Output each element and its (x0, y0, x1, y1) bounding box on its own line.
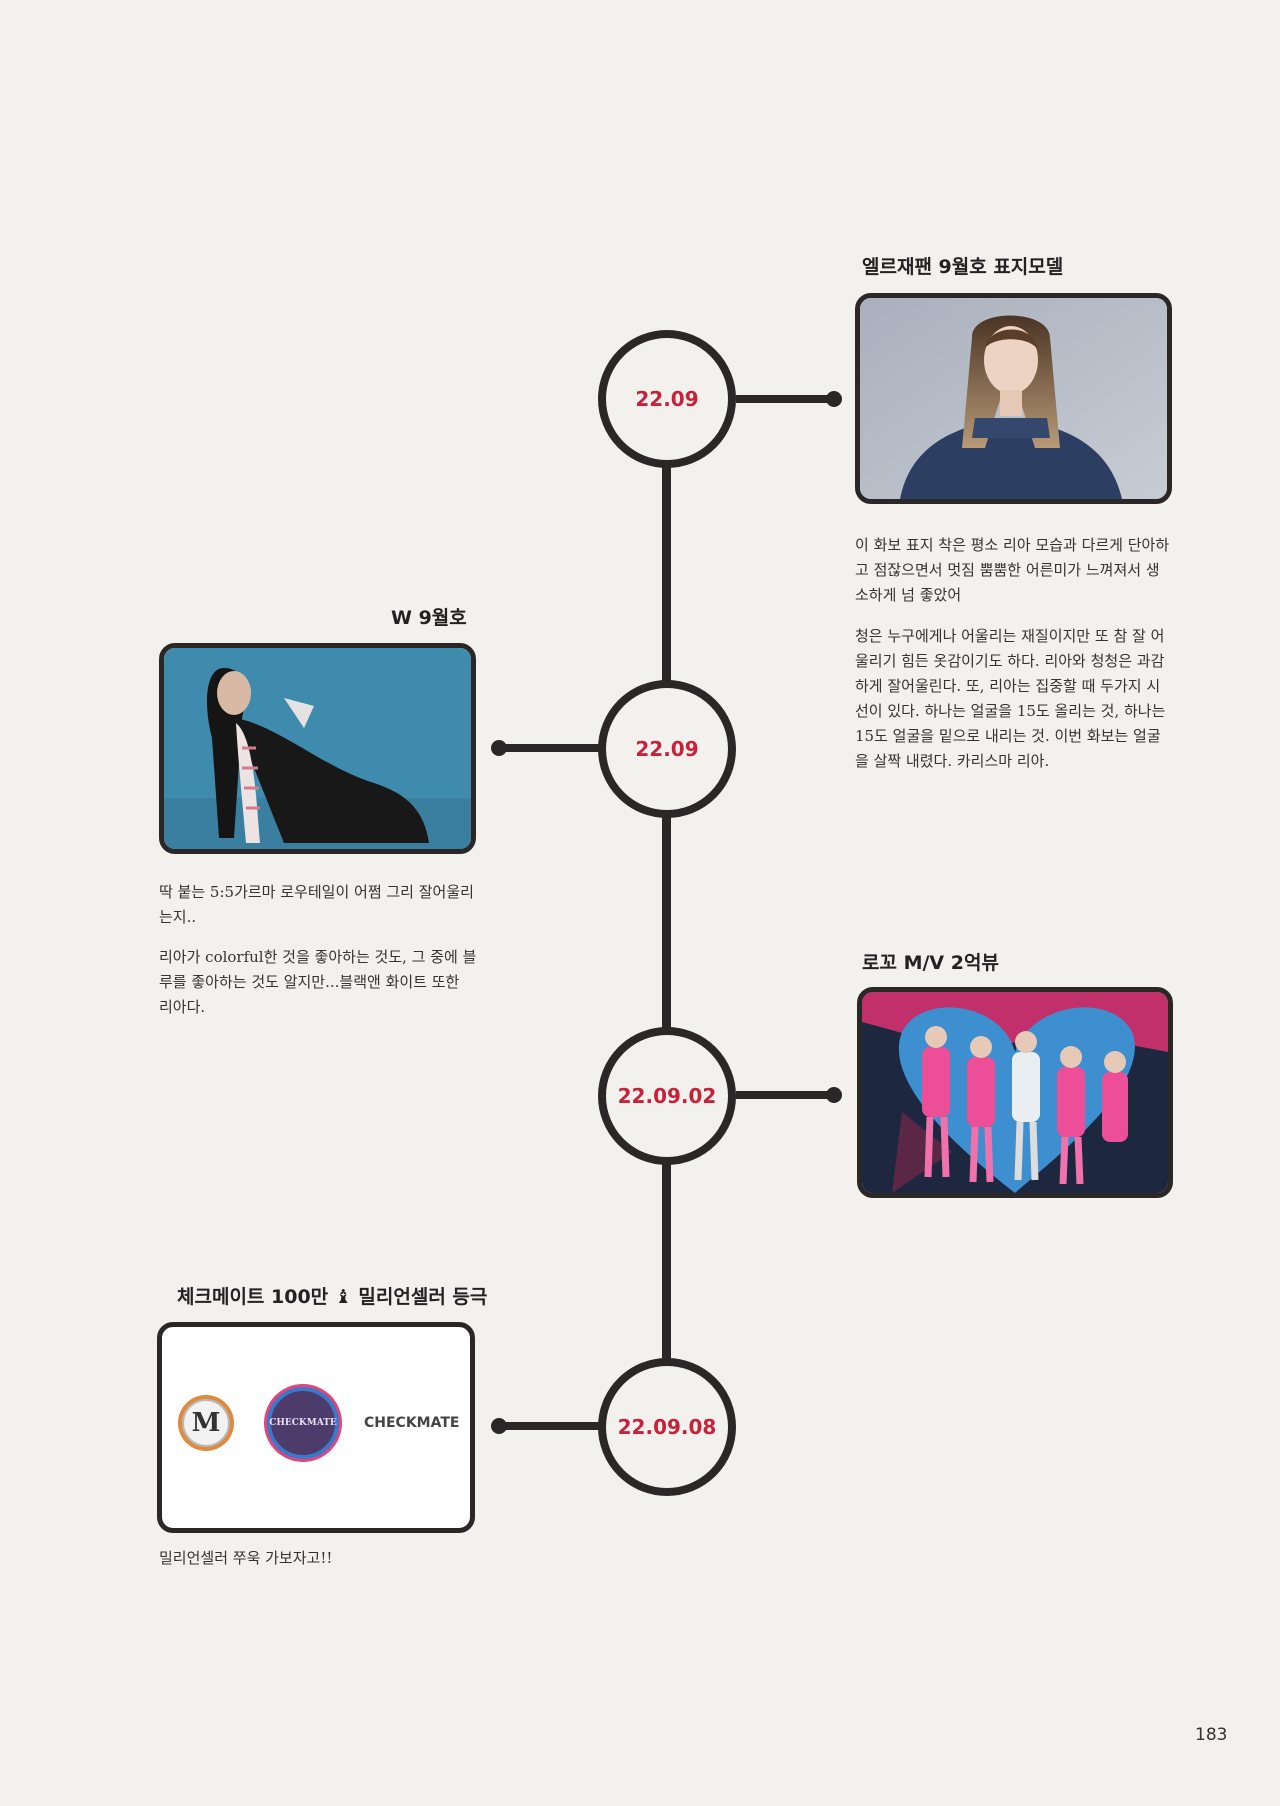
entry-paragraph-2a: 딱 붙는 5:5가르마 로우테일이 어쩜 그리 잘어울리는지.. (159, 883, 474, 926)
portrait-blue-image (164, 648, 471, 849)
connector-dot-2 (491, 740, 507, 756)
timeline-line (662, 395, 671, 1395)
album-cover-text: CHECKMATE (269, 1418, 337, 1428)
connector-dot-3 (826, 1087, 842, 1103)
connector-4 (498, 1422, 600, 1430)
timeline-node-2: 22.09 (598, 680, 736, 818)
node-date-2: 22.09 (635, 737, 699, 761)
portrait-denim-image (860, 298, 1167, 499)
music-video-image (862, 992, 1168, 1193)
entry-photo-2 (159, 643, 476, 854)
connector-1 (736, 395, 832, 403)
entry-paragraph-4a: 밀리언셀러 쭈욱 가보자고!! (159, 1549, 333, 1567)
connector-dot-1 (826, 391, 842, 407)
connector-2 (498, 744, 600, 752)
connector-dot-4 (491, 1418, 507, 1434)
entry-photo-4: M CHECKMATE CHECKMATE (157, 1322, 475, 1533)
entry-title-2: W 9월호 (391, 607, 467, 629)
entry-photo-3 (857, 987, 1173, 1198)
album-name: CHECKMATE (364, 1415, 460, 1431)
entry-paragraph-1a: 이 화보 표지 착은 평소 리아 모습과 다르게 단아하고 점잖으면서 멋짐 뿜… (855, 536, 1170, 604)
million-badge-icon: M (178, 1395, 234, 1451)
timeline-node-3: 22.09.02 (598, 1027, 736, 1165)
page-number: 183 (1195, 1725, 1228, 1745)
node-date-1: 22.09 (635, 387, 699, 411)
entry-title-3: 로꼬 M/V 2억뷰 (862, 952, 999, 974)
album-cover-icon: CHECKMATE (267, 1387, 339, 1459)
node-date-4: 22.09.08 (617, 1415, 717, 1439)
entry-paragraph-2b: 리아가 colorful한 것을 좋아하는 것도, 그 중에 블루를 좋아하는 … (159, 948, 477, 1016)
timeline-node-4: 22.09.08 (598, 1358, 736, 1496)
badge-letter: M (182, 1399, 230, 1447)
timeline-node-1: 22.09 (598, 330, 736, 468)
node-date-3: 22.09.02 (617, 1084, 717, 1108)
entry-title-4: 체크메이트 100만 ♝ 밀리언셀러 등극 (177, 1286, 488, 1308)
entry-title-1: 엘르재팬 9월호 표지모델 (862, 256, 1064, 278)
entry-paragraph-1b: 청은 누구에게나 어울리는 재질이지만 또 참 잘 어울리기 힘든 옷감이기도 … (855, 627, 1166, 770)
connector-3 (736, 1091, 832, 1099)
entry-photo-1 (855, 293, 1172, 504)
